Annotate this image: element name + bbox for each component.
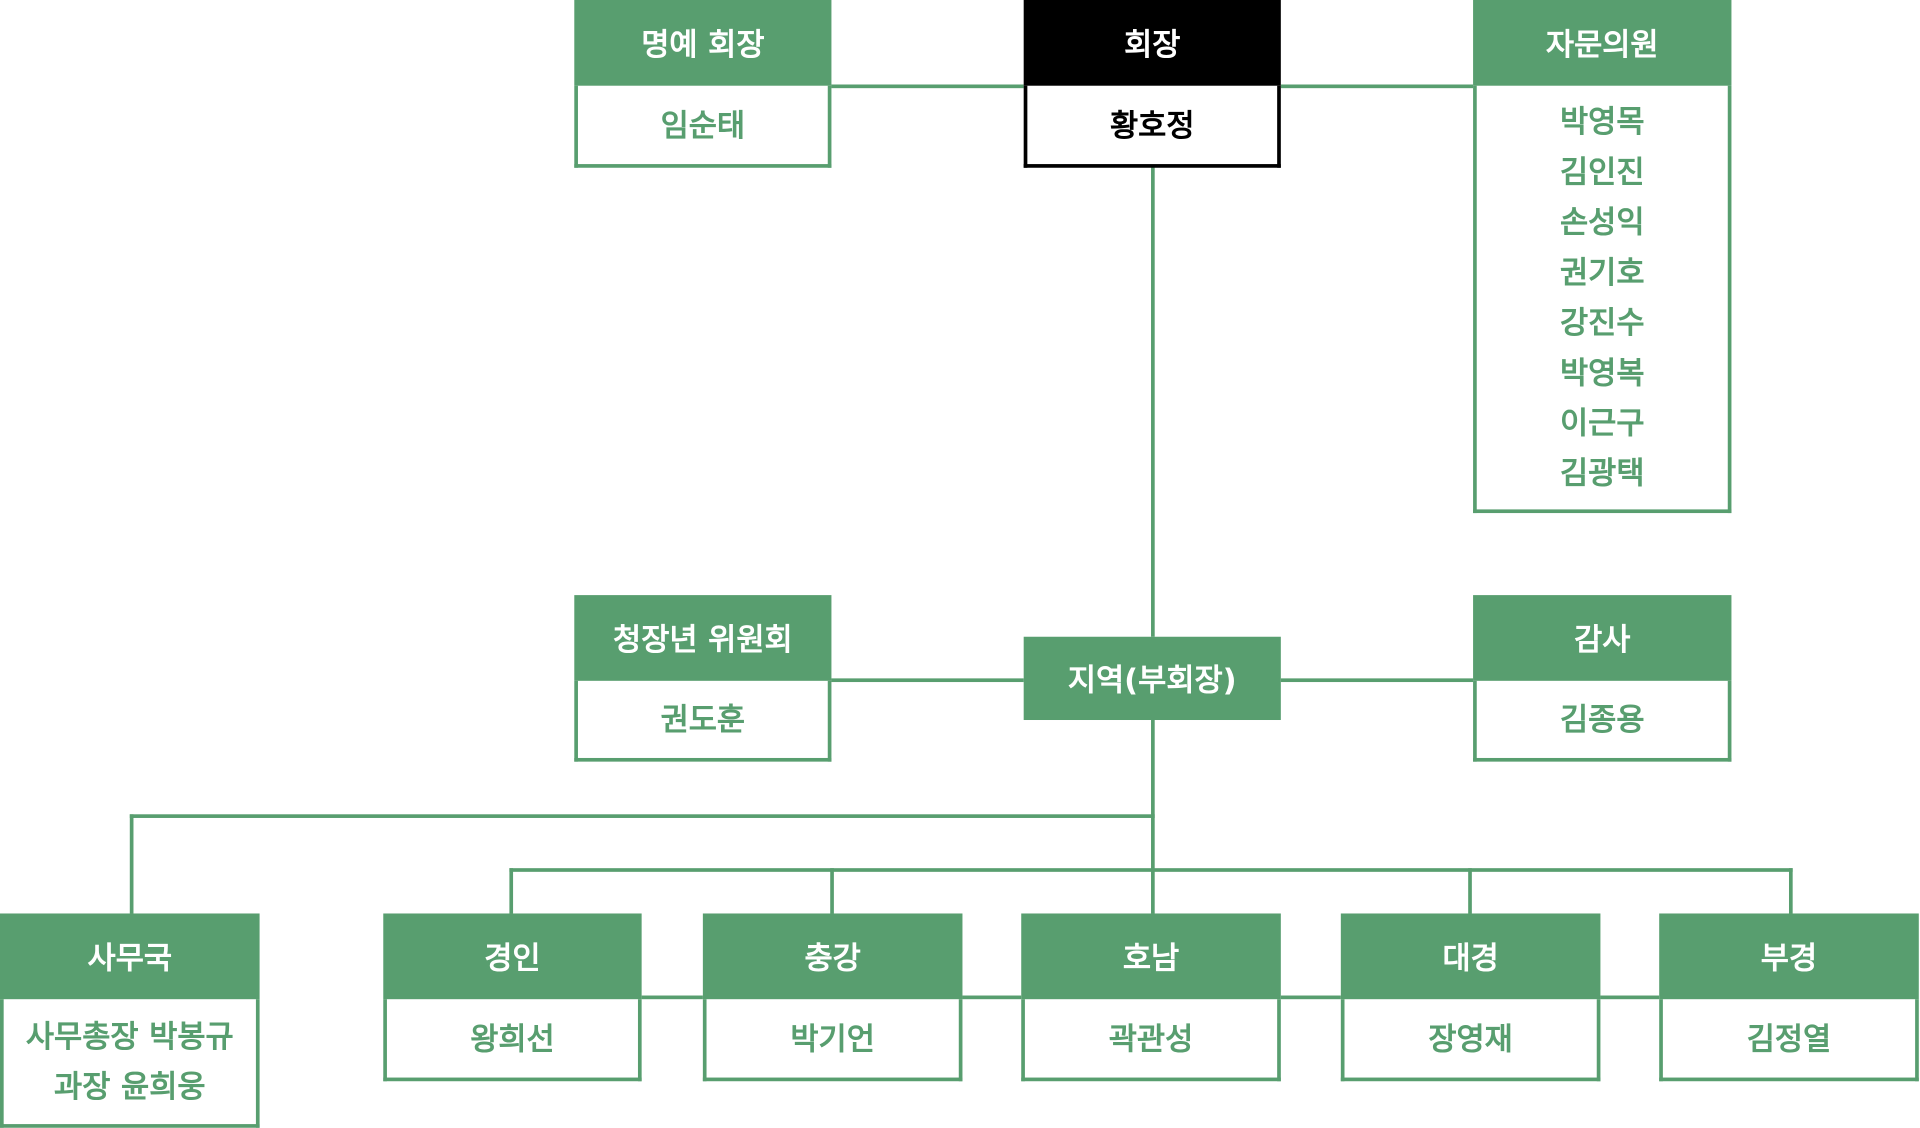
member-name: 김정열 <box>1746 1020 1832 1057</box>
region-box-gyeongin: 경인 왕희선 <box>383 913 642 1082</box>
box-title: 충강 <box>702 913 963 1000</box>
connector <box>962 995 1022 1000</box>
box-title: 자문의원 <box>1473 0 1732 86</box>
member-name: 권기호 <box>1559 254 1645 291</box>
member-name: 황호정 <box>1109 107 1195 143</box>
member-name: 김인진 <box>1559 154 1645 190</box>
box-title: 대경 <box>1340 913 1601 1000</box>
member-name: 권도훈 <box>660 701 746 738</box>
member-name: 이근구 <box>1559 405 1645 441</box>
connector <box>1788 868 1793 914</box>
box-title: 명예 회장 <box>574 0 832 86</box>
member-name: 박기언 <box>790 1020 875 1057</box>
member-name: 손성익 <box>1559 204 1645 241</box>
connector <box>831 84 1024 89</box>
connector <box>1600 995 1660 1000</box>
region-box-chunggang: 충강 박기언 <box>702 913 963 1082</box>
connector <box>1151 166 1155 637</box>
connector <box>1280 84 1474 89</box>
connector <box>1280 678 1474 683</box>
box-title: 경인 <box>383 913 642 1000</box>
member-name: 왕희선 <box>470 1020 555 1057</box>
member-name: 박영복 <box>1559 355 1645 391</box>
youth-committee-box: 청장년 위원회 권도훈 <box>574 595 832 762</box>
member-name: 임순태 <box>660 107 746 143</box>
member-name: 장영재 <box>1428 1020 1513 1057</box>
connector <box>1468 868 1472 914</box>
regional-vice-chair-box: 지역(부회장) <box>1023 636 1281 721</box>
connector <box>129 814 134 914</box>
member-name: 김광택 <box>1559 455 1645 492</box>
member-name: 과장 윤희웅 <box>54 1068 206 1105</box>
chair-box: 회장 황호정 <box>1023 0 1281 168</box>
member-name: 곽관성 <box>1108 1020 1194 1057</box>
connector <box>641 995 703 1000</box>
region-box-daegyeong: 대경 장영재 <box>1340 913 1601 1082</box>
connector <box>509 868 1793 872</box>
box-title: 호남 <box>1021 913 1281 1000</box>
connector <box>831 678 1024 683</box>
member-name: 사무총장 박봉규 <box>25 1018 234 1055</box>
auditor-box: 감사 김종용 <box>1473 595 1732 762</box>
connector <box>129 814 1155 818</box>
connector <box>830 868 834 914</box>
box-title: 부경 <box>1659 913 1919 1000</box>
member-name: 김종용 <box>1559 701 1645 738</box>
box-title: 감사 <box>1473 595 1732 681</box>
advisors-box: 자문의원 박영목 김인진 손성익 권기호 강진수 박영복 이근구 김광택 <box>1473 0 1732 514</box>
region-box-bugyeong: 부경 김정열 <box>1659 913 1919 1082</box>
honorary-chair-box: 명예 회장 임순태 <box>574 0 832 168</box>
secretariat-box: 사무국 사무총장 박봉규 과장 윤희웅 <box>0 913 260 1128</box>
box-title: 사무국 <box>0 913 260 1000</box>
member-name: 강진수 <box>1559 304 1645 341</box>
box-title: 회장 <box>1023 0 1281 86</box>
region-box-honam: 호남 곽관성 <box>1021 913 1281 1082</box>
member-name: 박영목 <box>1559 104 1645 140</box>
connector <box>509 868 514 914</box>
connector <box>1280 995 1341 1000</box>
box-title: 청장년 위원회 <box>574 595 832 681</box>
